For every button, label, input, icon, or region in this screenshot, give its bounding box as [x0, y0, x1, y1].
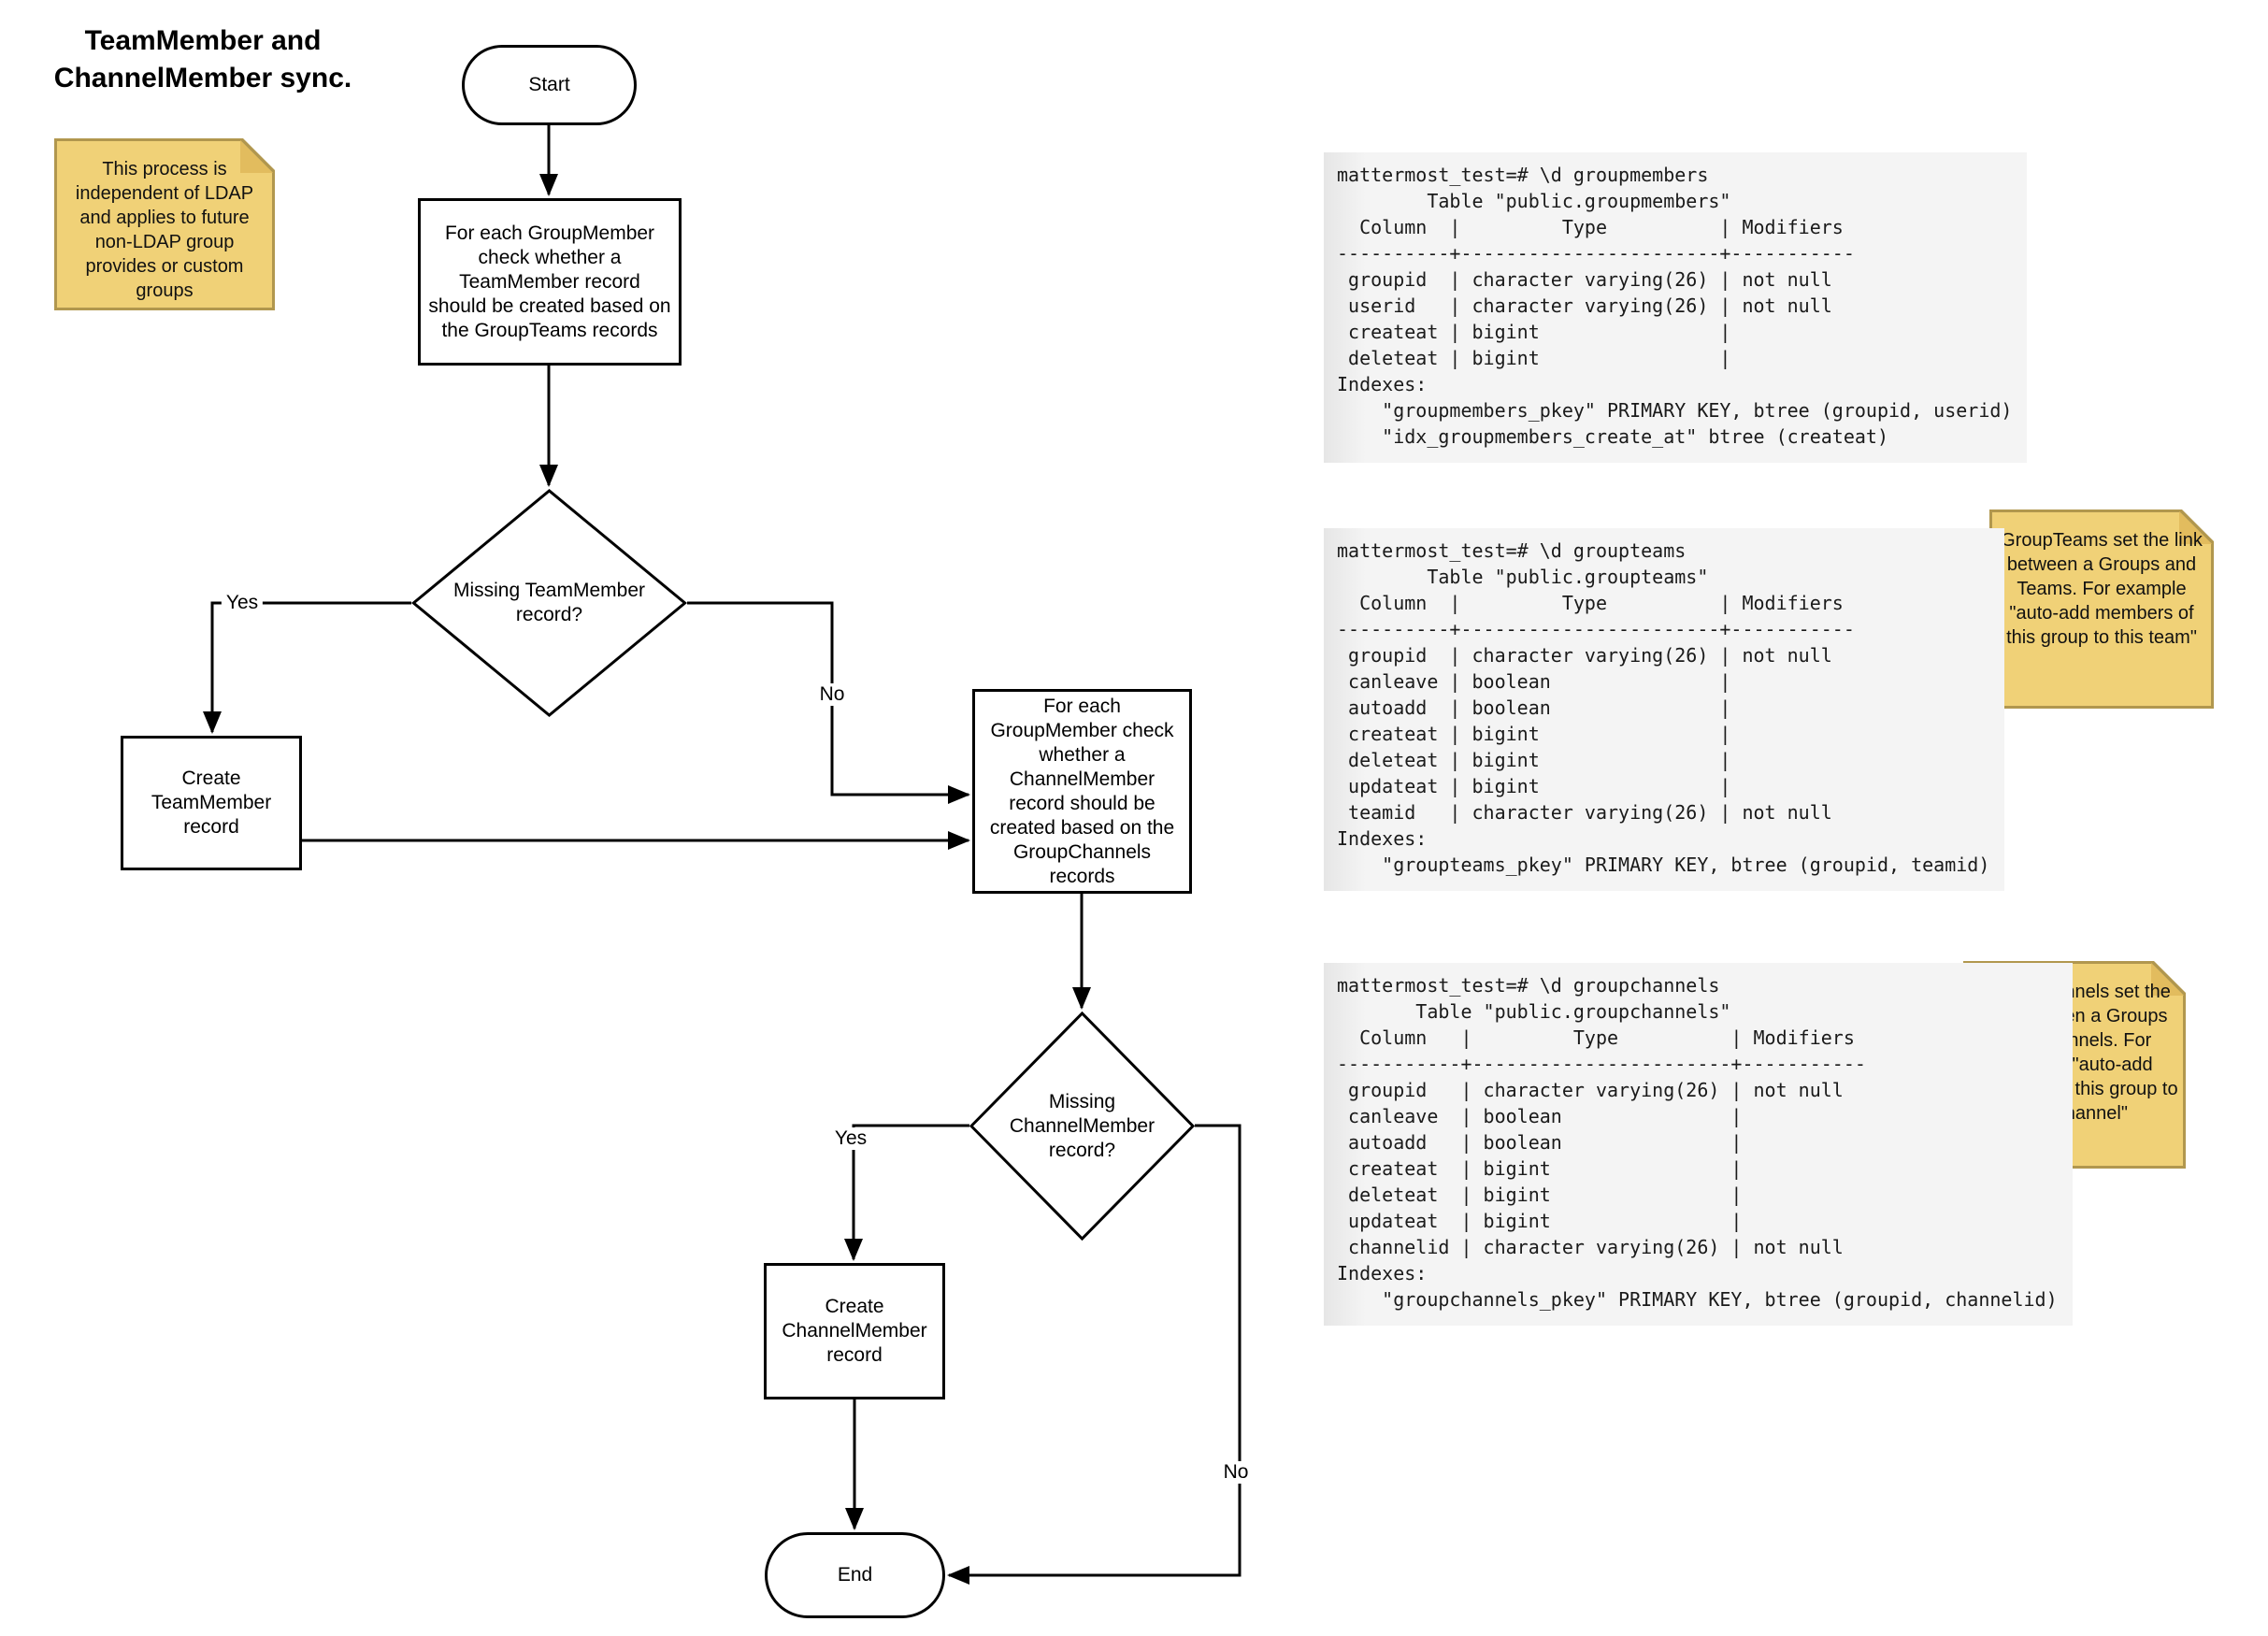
step-check-teammember[interactable]: For each GroupMember check whether a Tea…	[418, 198, 682, 366]
step-create-teammember-label: Create TeamMember record	[151, 768, 272, 838]
edge-label-yes-teammember: Yes	[221, 592, 264, 614]
step-check-teammember-label: For each GroupMember check whether a Tea…	[428, 222, 671, 341]
note-fill	[57, 141, 272, 308]
step-check-channelmember-label: For each GroupMember check whether a Cha…	[989, 695, 1175, 887]
note-groupteams-text: GroupTeams set the link between a Groups…	[2001, 530, 2203, 648]
psql-output-groupteams: mattermost_test=# \d groupteams Table "p…	[1324, 528, 2005, 891]
decision-missing-teammember[interactable]: Missing TeamMember record?	[411, 489, 687, 717]
connector-yes-to-create-channel	[844, 1124, 969, 1261]
step-create-teammember[interactable]: Create TeamMember record	[121, 736, 302, 870]
start-node[interactable]: Start	[462, 45, 637, 125]
connector-yes-to-create-team	[203, 601, 411, 734]
decision-missing-teammember-label: Missing TeamMember record?	[452, 580, 645, 625]
start-node-label: Start	[528, 74, 570, 95]
end-node-label: End	[837, 1564, 873, 1586]
edge-label-no-teammember: No	[814, 683, 850, 706]
edge-label-no-channelmember: No	[1218, 1461, 1254, 1484]
note-groupteams: GroupTeams set the link between a Groups…	[1989, 509, 2214, 709]
step-create-channelmember[interactable]: Create ChannelMember record	[764, 1263, 945, 1399]
decision-missing-channelmember-label: Missing ChannelMember record?	[1009, 1090, 1156, 1161]
decision-missing-channelmember[interactable]: Missing ChannelMember record?	[969, 1012, 1195, 1241]
psql-output-groupchannels: mattermost_test=# \d groupchannels Table…	[1324, 963, 2073, 1326]
end-node[interactable]: End	[765, 1532, 945, 1618]
diamond-shape	[411, 489, 687, 717]
step-create-channelmember-label: Create ChannelMember record	[782, 1296, 927, 1366]
note-ldap-text: This process is independent of LDAP and …	[75, 159, 254, 301]
psql-output-groupmembers: mattermost_test=# \d groupmembers Table …	[1324, 152, 2028, 463]
step-check-channelmember[interactable]: For each GroupMember check whether a Cha…	[972, 689, 1192, 894]
note-ldap: This process is independent of LDAP and …	[54, 138, 275, 310]
diagram-title: TeamMember and ChannelMember sync.	[53, 25, 352, 93]
note-fill	[1992, 512, 2211, 706]
connector-no-to-end	[947, 1124, 1242, 1585]
edge-label-yes-channelmember: Yes	[829, 1127, 872, 1150]
diamond-shape	[969, 1012, 1195, 1241]
